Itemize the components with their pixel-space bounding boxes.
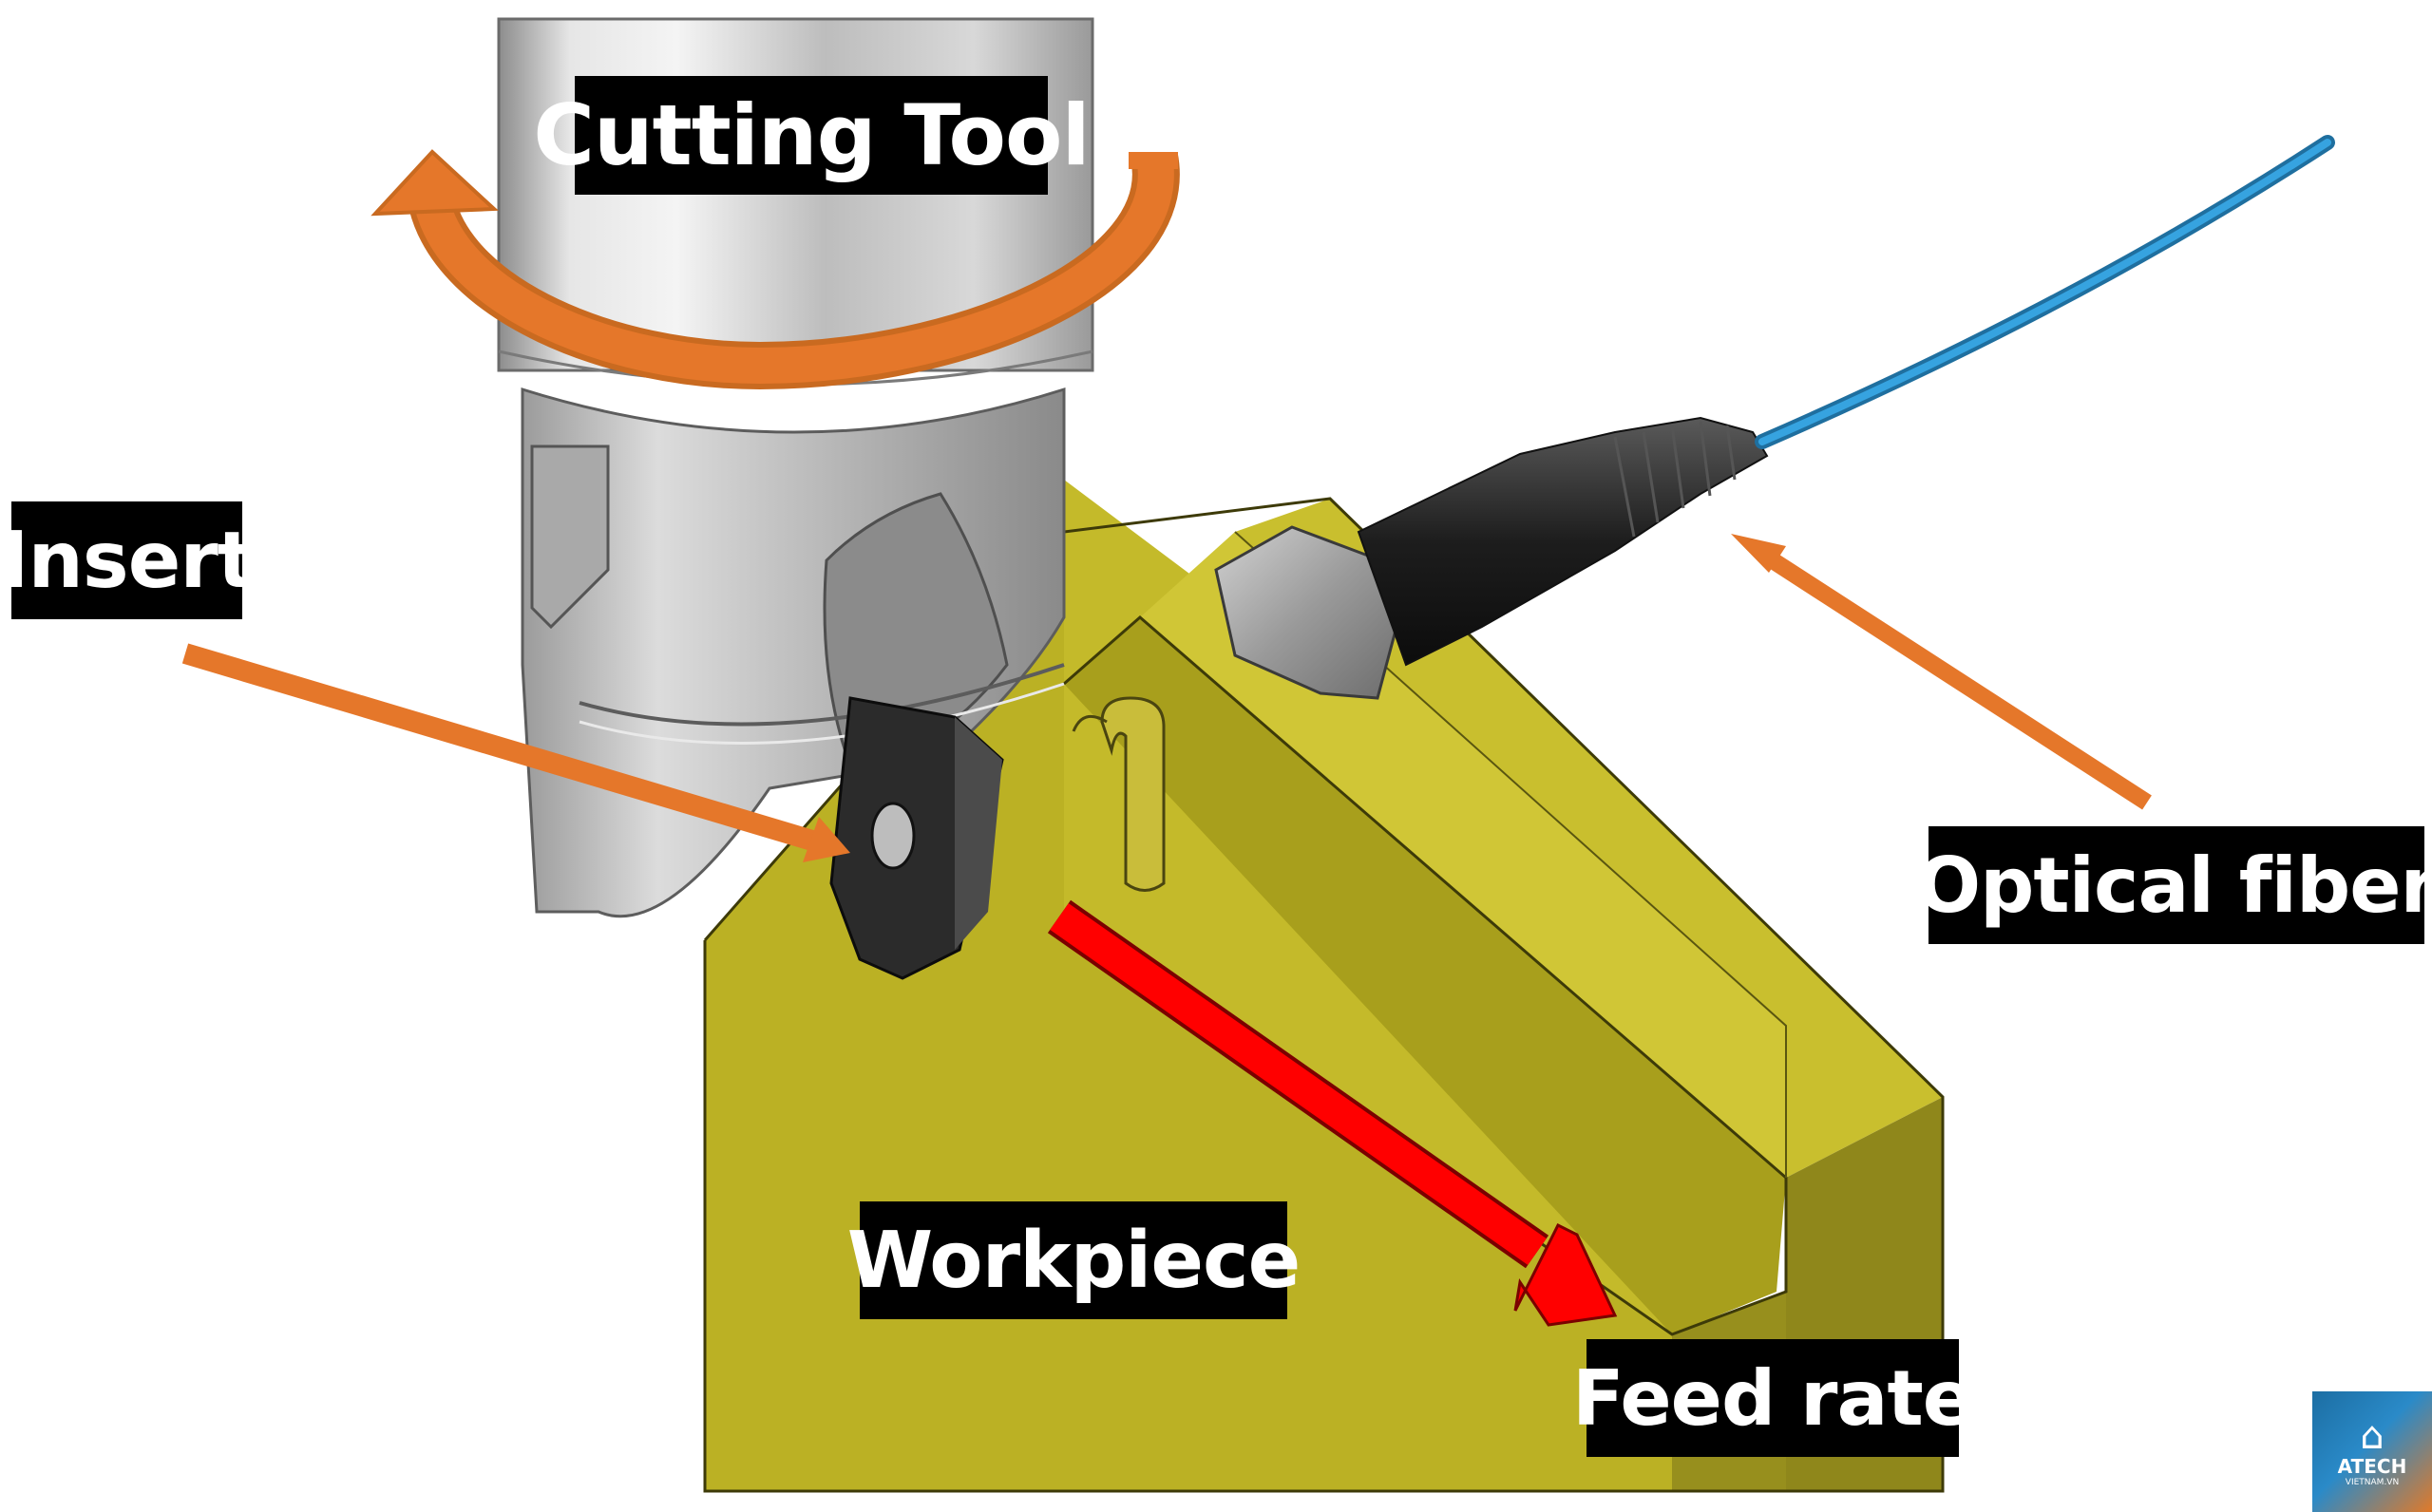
- logo-sub: VIETNAM.VN: [2345, 1477, 2400, 1487]
- fiber-holder-clip: [1072, 696, 1166, 892]
- optical-fiber-pointer-arrow: [1731, 534, 2152, 810]
- insert-pointer-arrow: [181, 643, 850, 862]
- workpiece-slot-wall: [1140, 532, 1786, 1178]
- connector-nut: [1214, 525, 1398, 700]
- connector-boot: [1357, 416, 1769, 667]
- workpiece-label: Workpiece: [847, 1201, 1301, 1319]
- insert-screw-hole: [870, 802, 916, 870]
- feed-rate-arrow: [1047, 899, 1618, 1327]
- logo-icon: ⌂: [2360, 1413, 2384, 1458]
- insert-label: Insert: [0, 501, 255, 619]
- insert-body: [829, 696, 1004, 980]
- cutting-tool-label: Cutting Tool: [533, 76, 1091, 195]
- logo-word: ATECH: [2337, 1454, 2407, 1478]
- optical-fiber-assembly: [1214, 135, 2335, 700]
- rotation-arrow: [370, 149, 1180, 390]
- workpiece-slot-floor: [1064, 617, 1786, 1334]
- atech-logo: ⌂ ATECH VIETNAM.VN: [2312, 1391, 2432, 1512]
- feed-rate-label: Feed rate: [1572, 1339, 1974, 1457]
- workpiece-step-top: [1235, 499, 1943, 1178]
- optical-fiber-label: Optical fiber: [1916, 826, 2432, 944]
- optical-fiber-cable: [1755, 135, 2335, 449]
